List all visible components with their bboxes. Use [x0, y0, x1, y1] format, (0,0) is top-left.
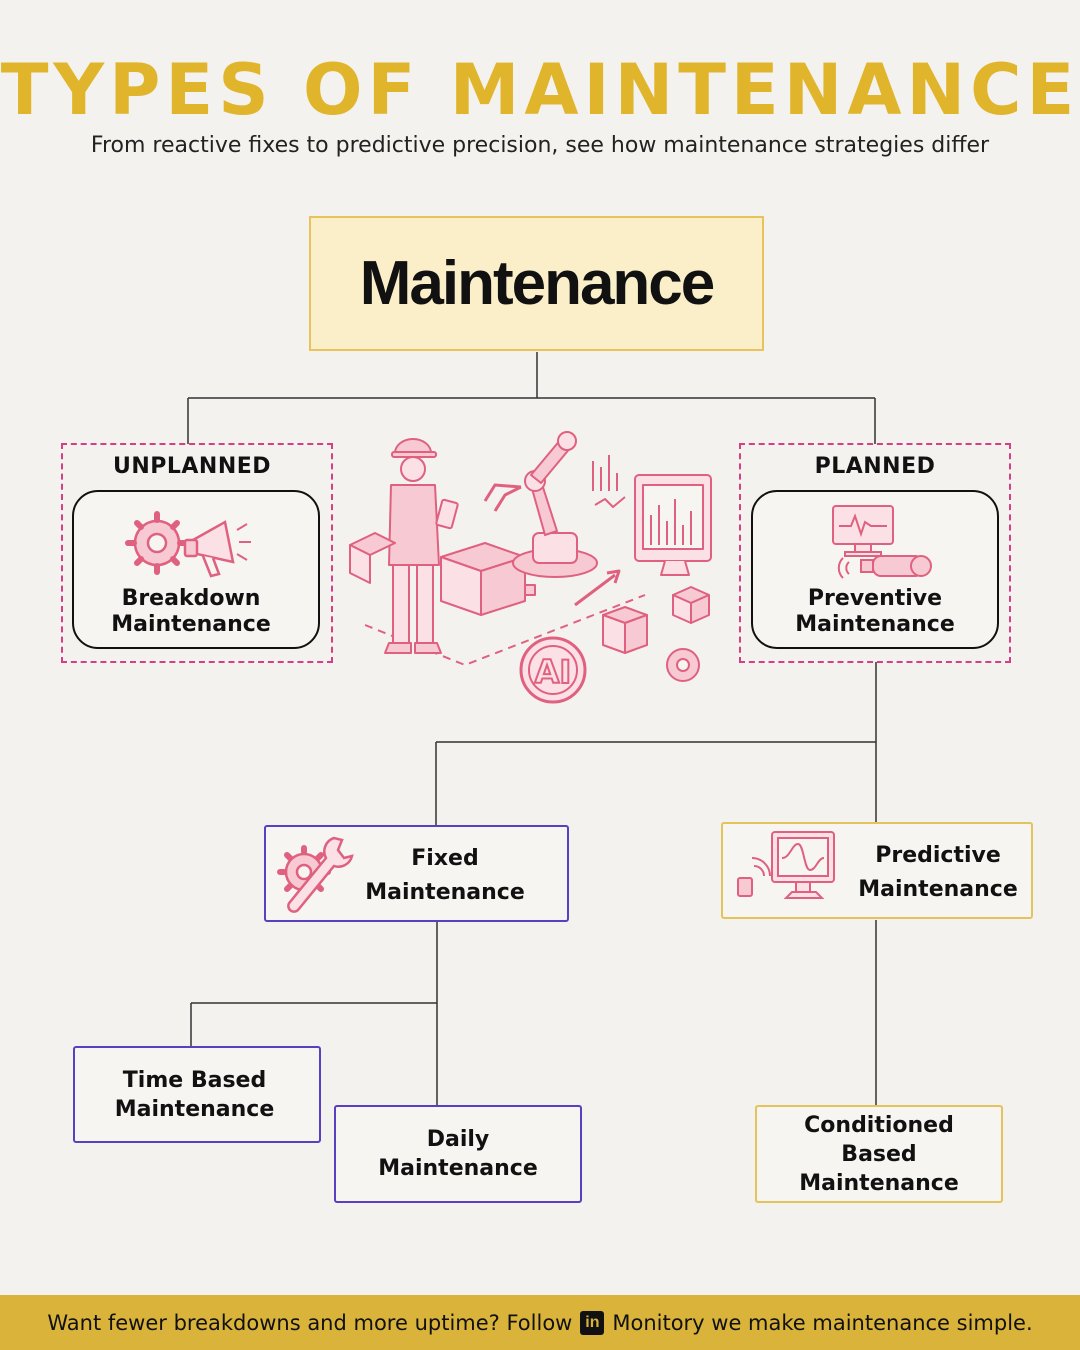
- preventive-maintenance-label: Preventive Maintenance: [751, 586, 999, 638]
- footer-banner: Want fewer breakdowns and more uptime? F…: [0, 1295, 1080, 1350]
- root-node-label: Maintenance: [360, 248, 714, 319]
- page-subtitle: From reactive fixes to predictive precis…: [0, 133, 1080, 158]
- gear-megaphone-icon: [125, 508, 260, 583]
- factory-robot-worker-illustration: AI: [345, 425, 725, 715]
- monitor-motor-icon: [825, 500, 935, 585]
- fixed-maintenance-label: Fixed Maintenance: [340, 846, 550, 906]
- monitor-sensor-icon: [732, 826, 842, 916]
- daily-maintenance-label: Daily Maintenance: [334, 1125, 582, 1183]
- breakdown-maintenance-label: Breakdown Maintenance: [72, 586, 310, 638]
- page-title: TYPES OF MAINTENANCE: [0, 50, 1080, 130]
- footer-text-after: Monitory we make maintenance simple.: [612, 1311, 1032, 1335]
- planned-label: PLANNED: [740, 454, 1010, 479]
- root-node: Maintenance: [309, 216, 764, 351]
- footer-text-before: Want fewer breakdowns and more uptime? F…: [47, 1311, 572, 1335]
- conditioned-based-maintenance-label: Conditioned Based Maintenance: [755, 1111, 1003, 1198]
- ai-badge: AI: [535, 653, 572, 691]
- predictive-maintenance-label: Predictive Maintenance: [843, 843, 1033, 903]
- linkedin-icon[interactable]: in: [580, 1311, 604, 1335]
- time-based-maintenance-label: Time Based Maintenance: [73, 1066, 316, 1124]
- unplanned-label: UNPLANNED: [61, 454, 323, 479]
